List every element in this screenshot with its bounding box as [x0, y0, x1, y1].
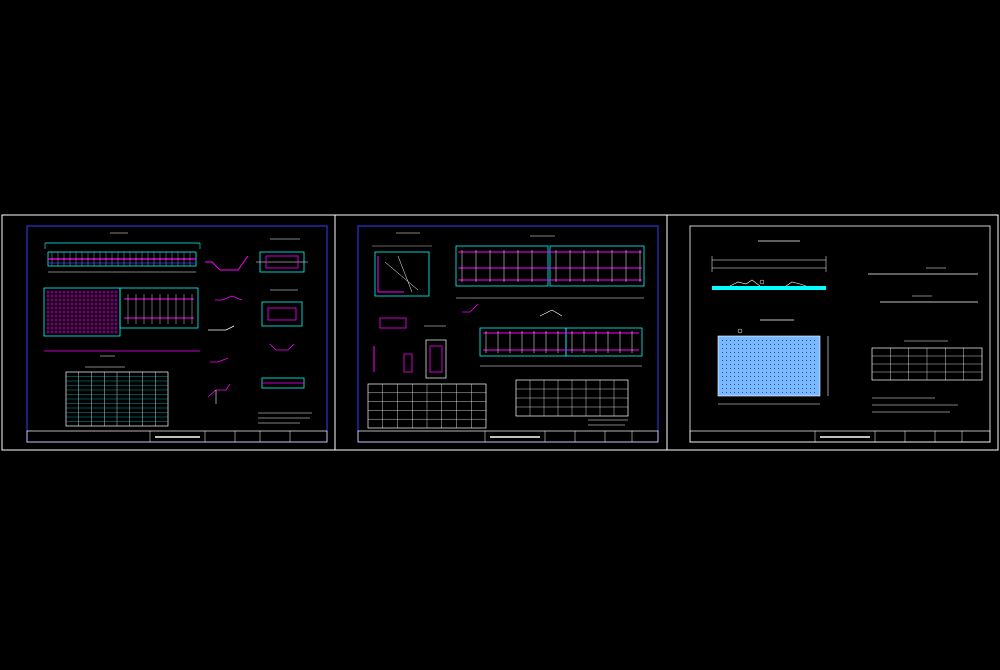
- sheet-1-title-block: [26, 430, 328, 443]
- ground-strip: [712, 286, 826, 290]
- sheet-2-elevation-bottom: [462, 303, 643, 367]
- sheet-2-border: [357, 225, 659, 443]
- sheet-1: [1, 214, 336, 451]
- sheet-2-elevation-top: [455, 235, 645, 299]
- sheet-1-sections: [256, 238, 312, 424]
- sheet-2-details: [373, 317, 447, 379]
- sheet-1-elevation: [44, 232, 201, 273]
- sheet-3-title-block: [689, 430, 991, 443]
- sheet-1-rebar-plan: [43, 287, 200, 357]
- hatched-area: [717, 335, 821, 397]
- sheet-3-plan-panel: [717, 319, 829, 405]
- sheet-1-rebar-table: [65, 366, 169, 427]
- sheet-2-tables: [367, 379, 629, 429]
- sheet-2: [334, 214, 668, 451]
- sheet-3-table: [871, 340, 983, 413]
- sheet-3-border: [689, 225, 991, 443]
- sheet-3-bar-details: [868, 267, 978, 303]
- sheet-3-profile: [711, 240, 827, 290]
- sheet-1-bar-shapes: [205, 255, 249, 404]
- sheet-2-title-block: [357, 430, 659, 443]
- sheet-3-frame: [666, 214, 999, 451]
- sheet-3: [666, 214, 999, 451]
- sheet-2-corner-plan: [372, 232, 432, 297]
